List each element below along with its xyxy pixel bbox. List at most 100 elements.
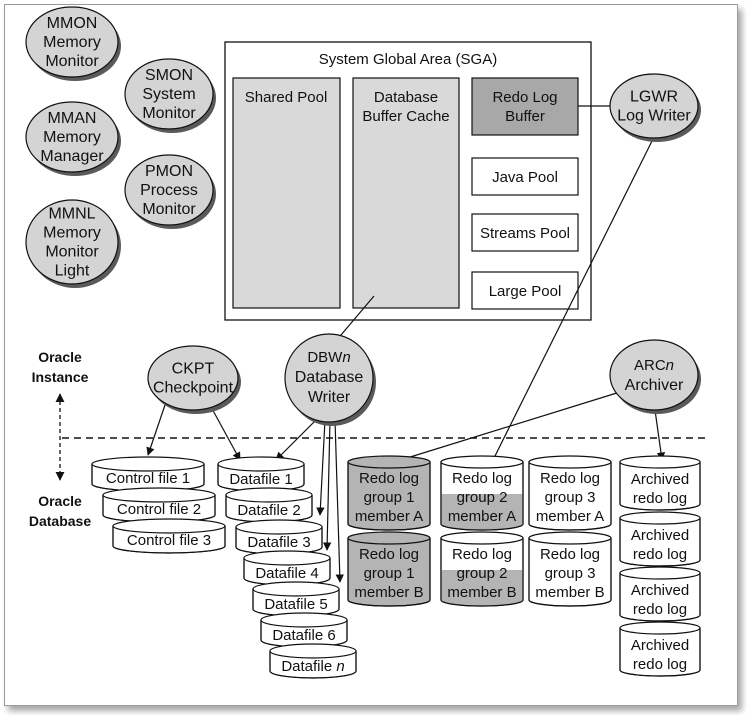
arcn-label-2: Archiver <box>625 377 684 394</box>
pmon-label-1: PMON <box>145 163 193 180</box>
redo-log-1-label-2: group 1 <box>364 489 415 506</box>
datafile-5: Datafile 5 <box>252 581 340 617</box>
dbwn-label-3: Writer <box>308 389 351 406</box>
ckpt-label-2: Checkpoint <box>153 380 234 397</box>
lgwr-label-1: LGWR <box>630 89 678 106</box>
database-label-1: Oracle <box>38 493 82 509</box>
dbwn-label-1: DBWn <box>307 349 350 366</box>
redo-log-6-label-2: group 3 <box>545 565 596 582</box>
redo-log-2-label-1: Redo log <box>452 470 512 487</box>
datafile-3: Datafile 3 <box>235 519 323 555</box>
control-file-label-3: Control file 3 <box>127 532 211 549</box>
redo-log-2: Redo log group 2 member A <box>440 455 524 531</box>
mman-label-3: Manager <box>40 148 104 165</box>
buffer-cache-label-2: Buffer Cache <box>362 108 449 125</box>
control-file-3: Control file 3 <box>112 518 226 554</box>
shared-pool-label: Shared Pool <box>245 89 328 106</box>
smon-label-1: SMON <box>145 67 193 84</box>
datafile-label-2: Datafile 2 <box>237 502 300 519</box>
ckpt-datafile-arrow <box>209 404 241 461</box>
redo-log-6-label-3: member B <box>535 584 604 601</box>
control-file-1: Control file 1 <box>91 456 205 492</box>
archived-label-1-2: redo log <box>633 490 687 507</box>
datafile-1: Datafile 1 <box>217 456 305 492</box>
sga-title: System Global Area (SGA) <box>319 51 497 68</box>
redo-log-6-label-1: Redo log <box>540 546 600 563</box>
streams-pool-box <box>471 213 579 252</box>
pmon-label-3: Monitor <box>142 201 196 218</box>
redo-log-3-label-1: Redo log <box>540 470 600 487</box>
mman-label-2: Memory <box>43 129 101 146</box>
background-processes: MMONMemoryMonitorMMANMemoryManagerMMNLMe… <box>25 6 701 426</box>
smon-label-3: Monitor <box>142 105 196 122</box>
dbwn-datafile1-arrow <box>275 417 319 461</box>
redo-buffer-label-1: Redo Log <box>492 89 557 106</box>
control-file-label-2: Control file 2 <box>117 501 201 518</box>
archived-label-3-1: Archived <box>631 582 689 599</box>
control-files: Control file 1 Control file 2 Control file… <box>91 456 226 554</box>
redo-buffer-label-2: Buffer <box>505 108 545 125</box>
label-oracle-database: Oracle Database <box>29 493 91 529</box>
streams-pool-label: Streams Pool <box>480 225 570 242</box>
arcn-redo-link <box>406 391 621 459</box>
datafile-label-3: Datafile 3 <box>247 534 310 551</box>
database-label-2: Database <box>29 513 91 529</box>
buffer-cache-box <box>352 77 460 309</box>
mmnl-label-3: Monitor <box>45 244 99 261</box>
redo-log-4-label-2: group 1 <box>364 565 415 582</box>
datafile-7: Datafile n <box>269 643 357 679</box>
archived-redo-log-2: Archived redo log <box>619 511 701 567</box>
archived-redo-log-1: Archived redo log <box>619 455 701 511</box>
archived-label-3-2: redo log <box>633 601 687 618</box>
archived-label-2-2: redo log <box>633 546 687 563</box>
shared-pool-box <box>232 77 341 309</box>
buffer-cache-label-1: Database <box>374 89 438 106</box>
redo-log-3-label-2: group 3 <box>545 489 596 506</box>
mmon-label-2: Memory <box>43 34 101 51</box>
redo-log-5-label-3: member B <box>447 584 516 601</box>
datafile-label-1: Datafile 1 <box>229 471 292 488</box>
redo-log-4-label-3: member B <box>354 584 423 601</box>
java-pool-label: Java Pool <box>492 169 558 186</box>
archived-label-4-2: redo log <box>633 656 687 673</box>
redo-log-2-label-3: member A <box>448 508 516 525</box>
instance-label-2: Instance <box>32 369 89 385</box>
mmnl-label-1: MMNL <box>48 206 95 223</box>
mman-label-1: MMAN <box>48 110 97 127</box>
archived-label-4-1: Archived <box>631 637 689 654</box>
control-file-2: Control file 2 <box>102 487 216 523</box>
datafile-label-7: Datafile n <box>281 658 344 675</box>
mmnl-label-4: Light <box>55 263 90 280</box>
archived-redo-log-4: Archived redo log <box>619 621 701 677</box>
datafile-label-6: Datafile 6 <box>272 627 335 644</box>
pmon-label-2: Process <box>140 182 198 199</box>
mmon-label-3: Monitor <box>45 53 99 70</box>
lgwr-label-2: Log Writer <box>617 108 691 125</box>
java-pool-box <box>471 157 579 196</box>
archived-label-2-1: Archived <box>631 527 689 544</box>
archived-redo-log-3: Archived redo log <box>619 566 701 622</box>
archived-label-1-1: Archived <box>631 471 689 488</box>
redo-log-1-label-3: member A <box>355 508 423 525</box>
large-pool-box <box>471 271 579 310</box>
instance-label-1: Oracle <box>38 349 82 365</box>
dbwn-datafile3-arrow <box>322 419 332 551</box>
arcn-label-1: ARCn <box>634 357 674 374</box>
redo-log-2-label-2: group 2 <box>457 489 508 506</box>
smon-label-2: System <box>142 86 195 103</box>
redo-log-6: Redo log group 3 member B <box>528 531 612 607</box>
dbwn-datafile2-arrow <box>316 419 326 516</box>
lgwr-process: LGWR Log Writer <box>609 73 701 142</box>
